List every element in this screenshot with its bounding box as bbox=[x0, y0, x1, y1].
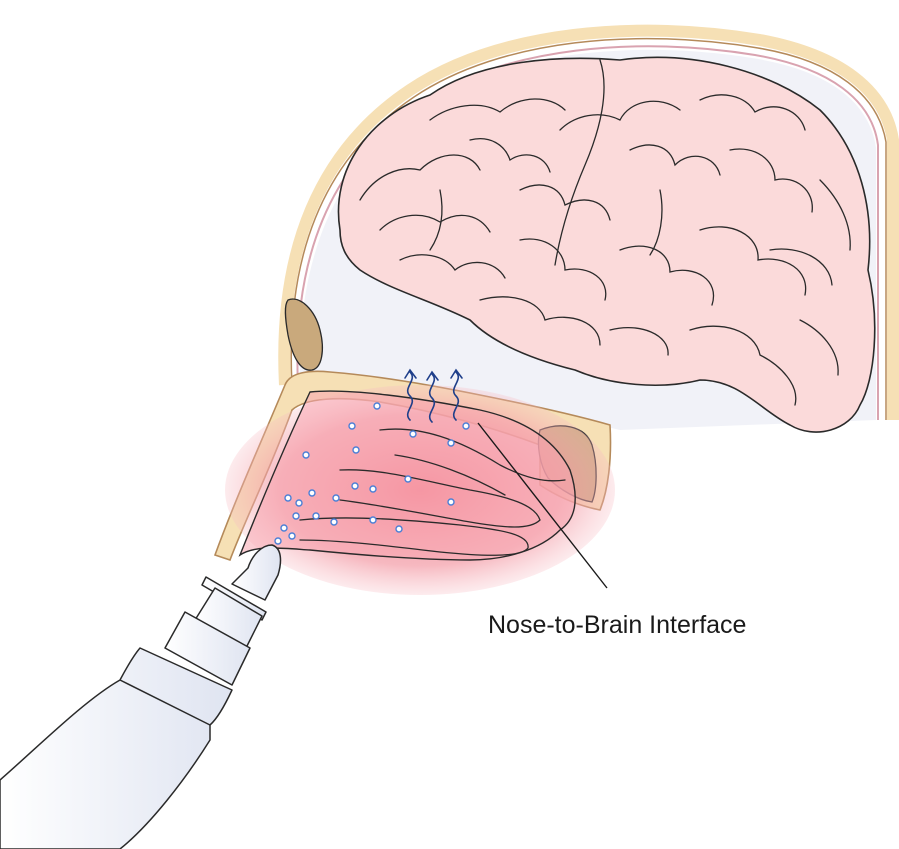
drug-particle-icon bbox=[448, 440, 454, 446]
drug-particle-icon bbox=[309, 490, 315, 496]
drug-particle-icon bbox=[448, 499, 454, 505]
drug-particle-icon bbox=[396, 526, 402, 532]
drug-particle-icon bbox=[370, 486, 376, 492]
spray-nozzle-tip bbox=[232, 545, 280, 600]
drug-particle-icon bbox=[405, 476, 411, 482]
drug-particle-icon bbox=[410, 431, 416, 437]
drug-particle-icon bbox=[374, 403, 380, 409]
drug-particle-icon bbox=[349, 423, 355, 429]
drug-particle-icon bbox=[293, 513, 299, 519]
drug-particle-icon bbox=[289, 533, 295, 539]
drug-particle-icon bbox=[281, 525, 287, 531]
drug-particle-icon bbox=[333, 495, 339, 501]
drug-particle-icon bbox=[463, 423, 469, 429]
drug-particle-icon bbox=[313, 513, 319, 519]
drug-particle-icon bbox=[296, 500, 302, 506]
drug-particle-icon bbox=[275, 538, 281, 544]
nasal-spray-bottle-icon bbox=[0, 545, 280, 849]
drug-particle-icon bbox=[331, 519, 337, 525]
drug-particle-icon bbox=[353, 447, 359, 453]
callout-label: Nose-to-Brain Interface bbox=[488, 611, 746, 639]
drug-particle-icon bbox=[285, 495, 291, 501]
drug-particle-icon bbox=[370, 517, 376, 523]
drug-particle-icon bbox=[352, 483, 358, 489]
spray-bottle-body bbox=[0, 648, 232, 849]
drug-particle-icon bbox=[303, 452, 309, 458]
nasal-cavity bbox=[225, 385, 615, 595]
